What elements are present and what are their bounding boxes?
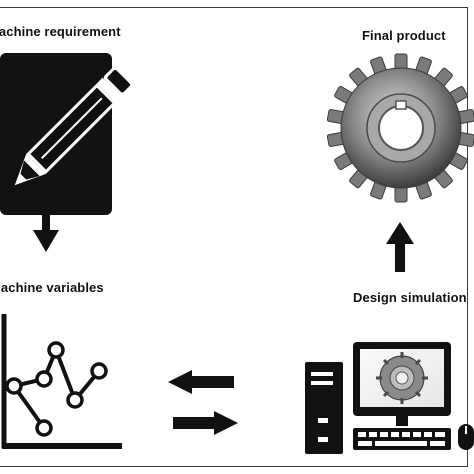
arrow-up-icon — [386, 222, 414, 272]
gear-icon — [326, 53, 474, 203]
label-final-product: Final product — [362, 28, 446, 43]
arrow-left-icon — [168, 370, 234, 394]
label-machine-requirement: Machine requirement — [0, 24, 121, 39]
desktop-computer-icon — [305, 342, 474, 454]
diagram-frame — [0, 7, 468, 467]
arrow-down-icon — [33, 214, 59, 252]
pencil-on-paper-icon — [0, 53, 134, 215]
line-graph-icon — [1, 314, 122, 449]
arrow-right-icon — [173, 411, 238, 435]
label-machine-variables: Machine variables — [0, 280, 104, 295]
label-design-simulation: Design simulation — [353, 290, 467, 305]
